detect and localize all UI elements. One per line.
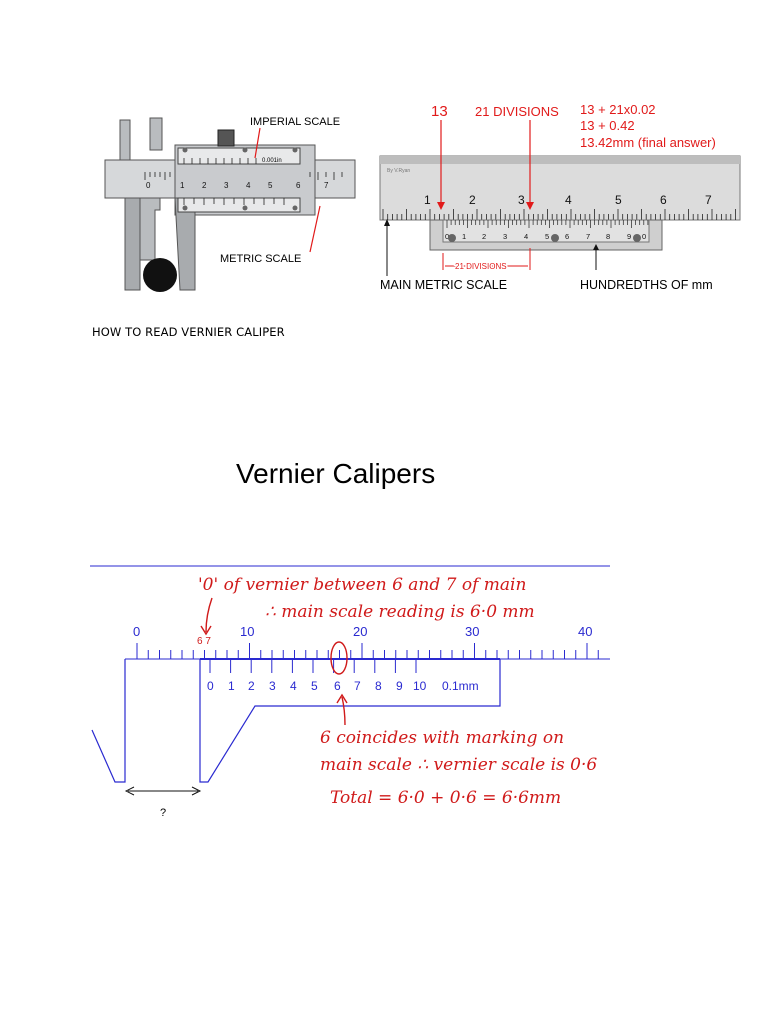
vernier-tick-label: 0 <box>445 232 449 241</box>
vernier-tick-label: 7 <box>354 679 361 693</box>
metric-scale-label: METRIC SCALE <box>220 253 301 265</box>
note-67: 6 7 <box>197 636 211 647</box>
note-line-4: main scale ∴ vernier scale is 0·6 <box>320 755 597 775</box>
gap-label: ? <box>160 807 166 819</box>
main-tick-label: 20 <box>353 624 367 639</box>
metric-tick: 6 <box>296 181 301 190</box>
vernier-tick-label: 2 <box>482 232 486 241</box>
metric-tick: 4 <box>246 181 251 190</box>
vernier-tick-label: 5 <box>311 679 318 693</box>
vernier-example-diagram: '0' of vernier between 6 and 7 of main ∴… <box>90 565 610 819</box>
metric-tick: 5 <box>268 181 273 190</box>
note-line-1: '0' of vernier between 6 and 7 of main <box>198 575 526 595</box>
main-tick-label: 6 <box>660 193 667 207</box>
vernier-tick-label: 8 <box>606 232 610 241</box>
main-tick-label: 30 <box>465 624 479 639</box>
metric-tick: 2 <box>202 181 207 190</box>
metric-tick: 0 <box>146 181 151 190</box>
vernier-tick-label: 10 <box>413 679 427 693</box>
imperial-scale-label: IMPERIAL SCALE <box>250 116 340 128</box>
calc-line-3: 13.42mm (final answer) <box>580 135 716 150</box>
vernier-tick-label: 0 <box>207 679 214 693</box>
caption: HOW TO READ VERNIER CALIPER <box>92 325 285 339</box>
caliper-illustration: 0.001in 0 1 2 3 4 5 6 7 IMPERIAL SCALE M… <box>104 116 356 292</box>
vernier-tick-label: 6 <box>565 232 569 241</box>
note-total: Total = 6·0 + 0·6 = 6·6mm <box>330 788 561 808</box>
main-reading-label: 13 <box>431 103 448 120</box>
divisions-span-label: 21 DIVISIONS <box>455 262 507 271</box>
main-tick-label: 4 <box>565 193 572 207</box>
hundredths-label: HUNDREDTHS OF mm <box>580 278 713 292</box>
main-tick-label: 0 <box>133 624 140 639</box>
vernier-reading-diagram: 13 21 DIVISIONS 13 + 21x0.02 13 + 0.42 1… <box>379 102 741 292</box>
metric-tick: 7 <box>324 181 329 190</box>
calc-line-2: 13 + 0.42 <box>580 118 635 133</box>
vernier-tick-label: 0 <box>642 232 646 241</box>
vernier-tick-label: 2 <box>248 679 255 693</box>
vernier-tick-label: 3 <box>503 232 507 241</box>
main-tick-label: 3 <box>518 193 525 207</box>
imperial-unit-label: 0.001in <box>262 158 282 164</box>
metric-tick: 1 <box>180 181 185 190</box>
vernier-tick-label: 4 <box>524 232 528 241</box>
section-heading: Vernier Calipers <box>236 458 436 489</box>
vernier-tick-label: 9 <box>627 232 631 241</box>
vernier-unit-label: 0.1mm <box>442 679 479 693</box>
note-line-3: 6 coincides with marking on <box>320 728 564 748</box>
vernier-tick-label: 9 <box>396 679 403 693</box>
credit-text: By V.Ryan <box>387 168 410 174</box>
main-metric-scale-label: MAIN METRIC SCALE <box>380 278 507 292</box>
main-tick-label: 40 <box>578 624 592 639</box>
main-tick-label: 5 <box>615 193 622 207</box>
vernier-tick-label: 6 <box>334 679 341 693</box>
main-tick-label: 2 <box>469 193 476 207</box>
vernier-tick-label: 1 <box>462 232 466 241</box>
vernier-tick-label: 7 <box>586 232 590 241</box>
metric-tick: 3 <box>224 181 229 190</box>
vernier-tick-label: 3 <box>269 679 276 693</box>
vernier-tick-label: 1 <box>228 679 235 693</box>
vernier-tick-label: 8 <box>375 679 382 693</box>
measured-ball <box>143 258 177 292</box>
divisions-label: 21 DIVISIONS <box>475 104 559 119</box>
vernier-tick-label: 5 <box>545 232 549 241</box>
note-line-2: ∴ main scale reading is 6·0 mm <box>265 602 535 622</box>
vernier-tick-label: 4 <box>290 679 297 693</box>
main-tick-label: 10 <box>240 624 254 639</box>
main-tick-label: 1 <box>424 193 431 207</box>
main-tick-label: 7 <box>705 193 712 207</box>
calc-line-1: 13 + 21x0.02 <box>580 102 656 117</box>
